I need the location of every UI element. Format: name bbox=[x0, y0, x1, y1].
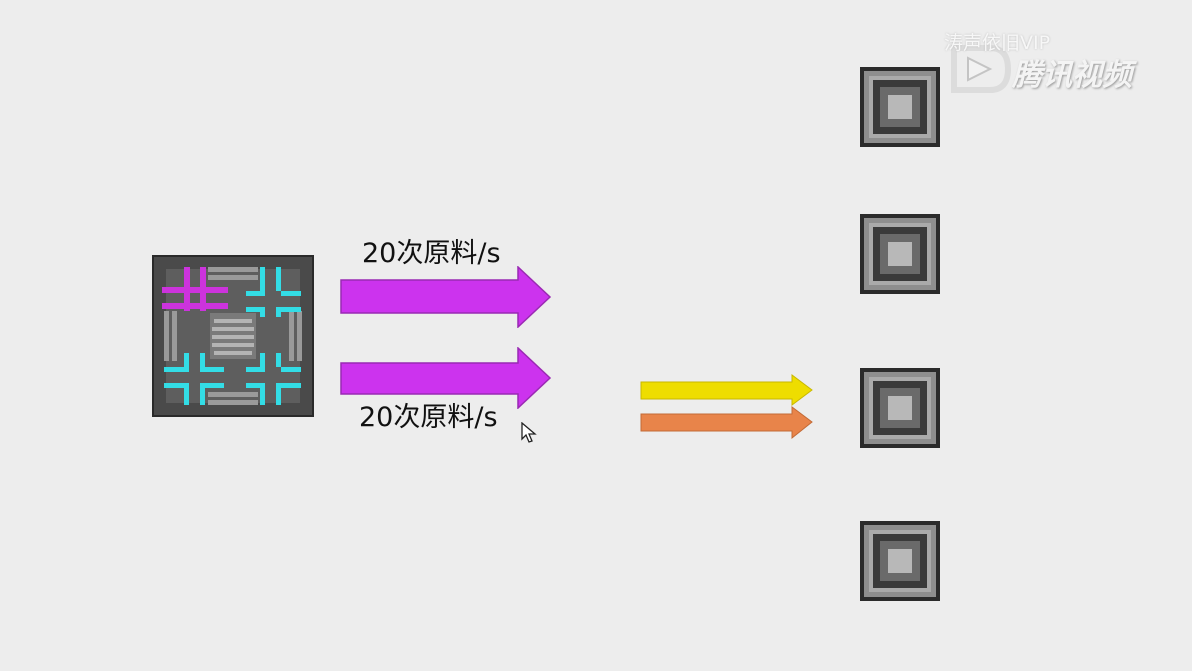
mouse-cursor-icon bbox=[521, 421, 537, 448]
input-arrow-bottom bbox=[340, 347, 552, 409]
machine-block-icon bbox=[154, 257, 312, 415]
watermark-platform: 腾讯视频 bbox=[1012, 58, 1132, 93]
source-machine-block bbox=[152, 255, 314, 417]
arrow-right-icon bbox=[340, 347, 552, 409]
target-block-icon bbox=[888, 549, 912, 573]
input-rate-label-top: 20次原料/s bbox=[362, 238, 501, 269]
output-arrow-orange bbox=[640, 406, 814, 440]
target-block-4 bbox=[860, 521, 940, 601]
watermark-uploader: 涛声依旧VIP bbox=[944, 32, 1051, 54]
target-block-3 bbox=[860, 368, 940, 448]
output-arrow-yellow bbox=[640, 374, 814, 408]
input-arrow-top bbox=[340, 266, 552, 328]
target-block-icon bbox=[888, 396, 912, 420]
target-block-1 bbox=[860, 67, 940, 147]
arrow-right-icon bbox=[340, 266, 552, 328]
target-block-2 bbox=[860, 214, 940, 294]
target-block-icon bbox=[888, 95, 912, 119]
input-rate-label-bottom: 20次原料/s bbox=[359, 402, 498, 433]
tencent-video-play-logo bbox=[950, 44, 1012, 98]
arrow-right-icon bbox=[640, 374, 813, 406]
arrow-right-icon bbox=[640, 406, 813, 440]
target-block-icon bbox=[888, 242, 912, 266]
